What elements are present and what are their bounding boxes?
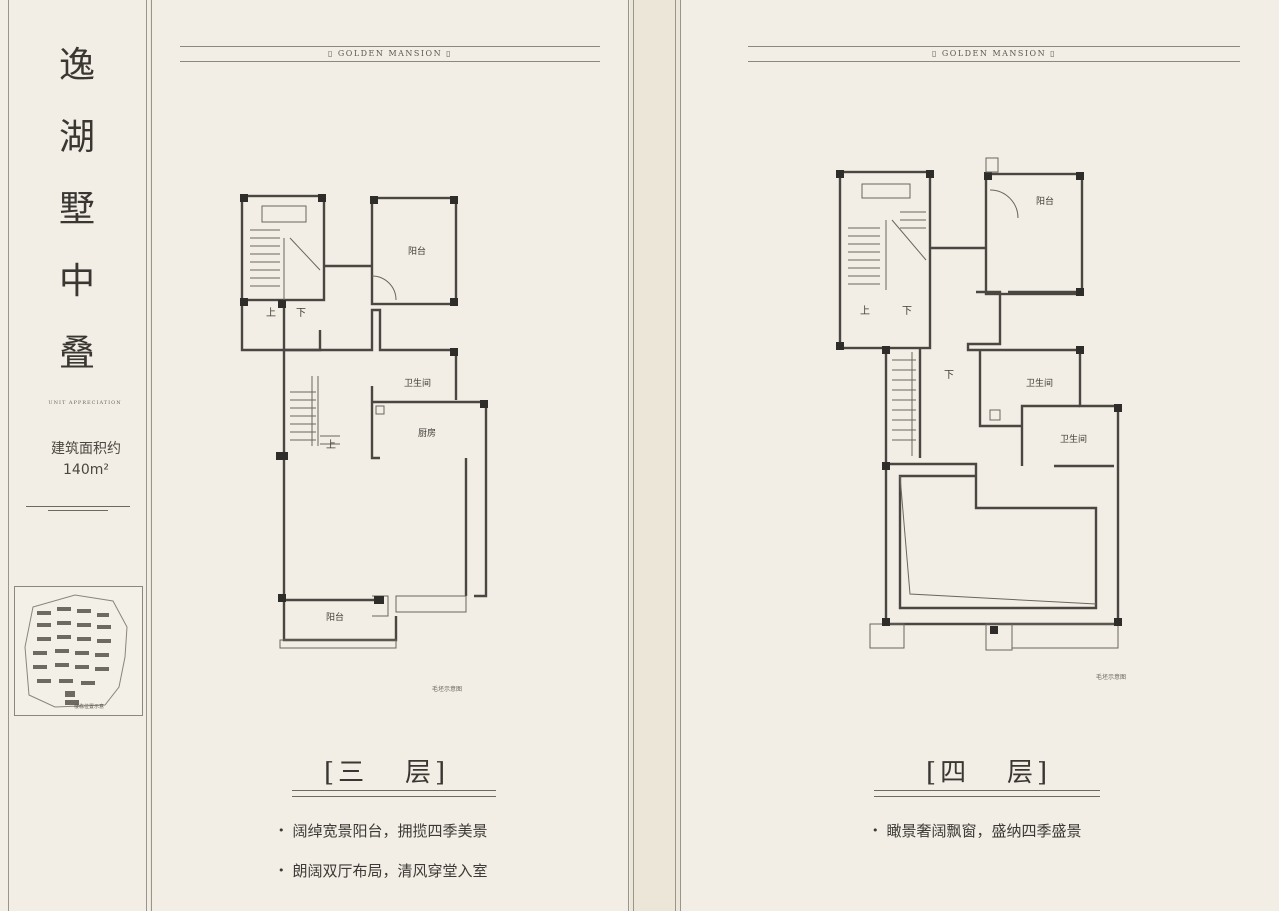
stair-down-label: 下 [296,308,306,319]
brand-label: ▯ GOLDEN MANSION ▯ [327,49,453,58]
divider [26,506,130,507]
divider [748,61,1240,62]
divider [151,0,152,911]
feature-bullet: 朗阔双厅布局，清风穿堂入室 [278,860,488,881]
room-label-bathroom: 卫生间 [1026,379,1054,389]
unit-appreciation-label: UNIT APPRECIATION [48,400,122,406]
divider [180,61,600,62]
divider [180,46,600,47]
divider [292,790,496,791]
project-title: 逸 湖 墅 中 叠 [52,30,102,390]
area-value: 140m² [63,462,109,478]
divider [675,0,676,911]
site-map [14,586,143,716]
room-label-bathroom: 卫生间 [404,379,432,389]
stair-up-label: 上 [266,308,276,319]
floor-plan-3f [240,194,488,649]
left-panel [152,0,630,911]
divider [146,0,147,911]
area-label: 建筑面积约 [51,441,121,457]
divider [292,796,496,797]
project-title-char: 中 [58,261,95,302]
site-map-graphic [24,594,128,708]
divider [748,46,1240,47]
right-panel [680,0,1279,911]
project-title-char: 墅 [58,189,95,230]
room-label-balcony: 阳台 [326,613,345,623]
plan-note: 毛坯示意图 [432,686,463,693]
feature-bullet: 瞰景奢阔飘窗，盛纳四季盛景 [872,820,1082,841]
feature-bullet: 阔绰宽景阳台，拥揽四季美景 [278,820,488,841]
stair-down-label: 下 [902,306,912,317]
project-title-char: 湖 [58,117,95,158]
floor-title-4f: [四 层] [926,758,1052,788]
divider [48,510,108,511]
stair-up-label: 上 [326,440,336,451]
room-label-bathroom: 卫生间 [1060,435,1088,445]
stair-up-label: 上 [860,306,870,317]
floor-title-3f: [三 层] [324,758,450,788]
divider [628,0,629,911]
stair-down-label: 下 [944,370,954,381]
divider [8,0,9,911]
site-map-caption: 楼栋位置示意 [74,704,105,710]
floor-plan-4f [836,157,1122,651]
project-title-char: 叠 [58,333,95,374]
room-label-balcony: 阳台 [1036,197,1055,207]
divider [874,790,1100,791]
room-label-balcony: 阳台 [408,247,427,257]
plan-note: 毛坯示意图 [1096,674,1127,681]
left-strip [0,0,150,911]
room-label-kitchen: 厨房 [418,429,437,439]
divider [633,0,634,911]
divider [680,0,681,911]
brand-label: ▯ GOLDEN MANSION ▯ [931,49,1057,58]
divider [874,796,1100,797]
project-title-char: 逸 [58,45,95,86]
